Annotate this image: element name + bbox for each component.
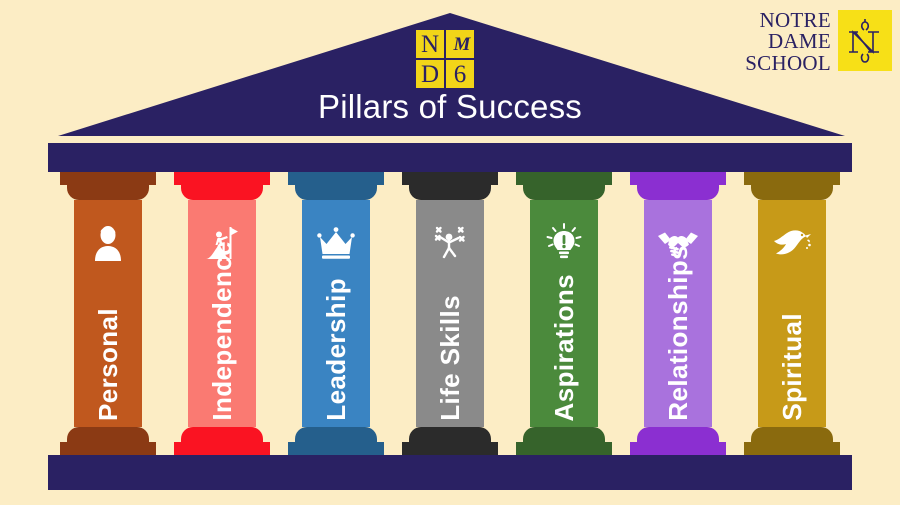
pillar-life-skills[interactable]: Life Skills [402, 172, 498, 455]
pillar-label-wrap: Life Skills [416, 264, 484, 421]
pillar-label-wrap: Independence [188, 241, 256, 421]
pillar-label-wrap: Personal [74, 264, 142, 421]
pillar-capital-neck [181, 185, 263, 200]
pillar-capital-slab [174, 172, 270, 185]
nd6-cell-monogram: M [445, 29, 475, 59]
pillar-label: Spiritual [777, 313, 807, 421]
pillar-capital-slab [516, 172, 612, 185]
pillar-label-wrap: Spiritual [758, 264, 826, 421]
dove-icon [769, 222, 815, 264]
pillar-label-wrap: Relationships [644, 245, 712, 421]
pillar-capital-slab [402, 172, 498, 185]
pillar-label: Personal [93, 307, 123, 421]
pillar-capital-slab [288, 172, 384, 185]
page-title: Pillars of Success [317, 88, 583, 125]
architrave-bar [48, 143, 852, 172]
person-icon [85, 222, 131, 264]
crown-icon [313, 222, 359, 264]
flag-on-mountain-icon [199, 222, 245, 264]
pillar-shaft: Aspirations [530, 200, 598, 427]
pillar-label-wrap: Aspirations [530, 264, 598, 421]
pillar-label: Life Skills [435, 295, 465, 421]
pillar-base-slab [516, 442, 612, 455]
pillar-capital-neck [67, 185, 149, 200]
lightbulb-icon [541, 222, 587, 264]
pillar-label: Leadership [321, 278, 351, 421]
pillar-capital-neck [409, 185, 491, 200]
school-wordmark-line-3: SCHOOL [745, 50, 831, 75]
pillar-base-slab [402, 442, 498, 455]
pillar-shaft: Spiritual [758, 200, 826, 427]
nd6-cell-6: 6 [445, 59, 475, 89]
pillar-base-neck [409, 427, 491, 442]
school-wordmark-line-2: DAME [767, 29, 831, 54]
pillar-capital-slab [60, 172, 156, 185]
pillar-label-wrap: Leadership [302, 264, 370, 421]
pillar-base-neck [751, 427, 833, 442]
pillar-capital-neck [751, 185, 833, 200]
pillar-base-slab [60, 442, 156, 455]
nd6-cell-d: D [415, 59, 445, 89]
pillar-relationships[interactable]: Relationships [630, 172, 726, 455]
pillar-shaft: Independence [188, 200, 256, 427]
pillar-personal[interactable]: Personal [60, 172, 156, 455]
pillar-base-neck [523, 427, 605, 442]
stylobate-bar [48, 455, 852, 490]
pillar-capital-neck [523, 185, 605, 200]
school-wordmark: NOTRE DAME SCHOOL [745, 8, 831, 75]
pillar-capital-slab [630, 172, 726, 185]
pillar-label: Aspirations [549, 273, 579, 421]
notre-dame-school-logo: NOTRE DAME SCHOOL [745, 8, 892, 75]
pillar-capital-slab [744, 172, 840, 185]
pillar-base-neck [181, 427, 263, 442]
pillar-shaft: Personal [74, 200, 142, 427]
nd6-logo: N M D 6 [414, 28, 476, 90]
pillar-spiritual[interactable]: Spiritual [744, 172, 840, 455]
pillar-independence[interactable]: Independence [174, 172, 270, 455]
nd6-cell-n: N [415, 29, 445, 59]
pillar-label: Relationships [663, 245, 693, 421]
pillar-aspirations[interactable]: Aspirations [516, 172, 612, 455]
juggling-person-icon [427, 222, 473, 264]
handshake-icon [655, 222, 701, 264]
pillar-capital-neck [295, 185, 377, 200]
pillar-base-neck [67, 427, 149, 442]
pillar-label: Independence [207, 241, 237, 421]
pillar-base-slab [744, 442, 840, 455]
pillar-base-slab [288, 442, 384, 455]
pillar-base-neck [637, 427, 719, 442]
pillar-base-slab [174, 442, 270, 455]
pillar-capital-neck [637, 185, 719, 200]
pillar-shaft: Life Skills [416, 200, 484, 427]
pillar-base-slab [630, 442, 726, 455]
nd-monogram-icon [838, 10, 892, 71]
pillar-shaft: Leadership [302, 200, 370, 427]
school-wordmark-line-1: NOTRE [759, 8, 831, 32]
pillar-shaft: Relationships [644, 200, 712, 427]
pillar-leadership[interactable]: Leadership [288, 172, 384, 455]
colonnade: Personal [60, 172, 840, 455]
pillar-base-neck [295, 427, 377, 442]
